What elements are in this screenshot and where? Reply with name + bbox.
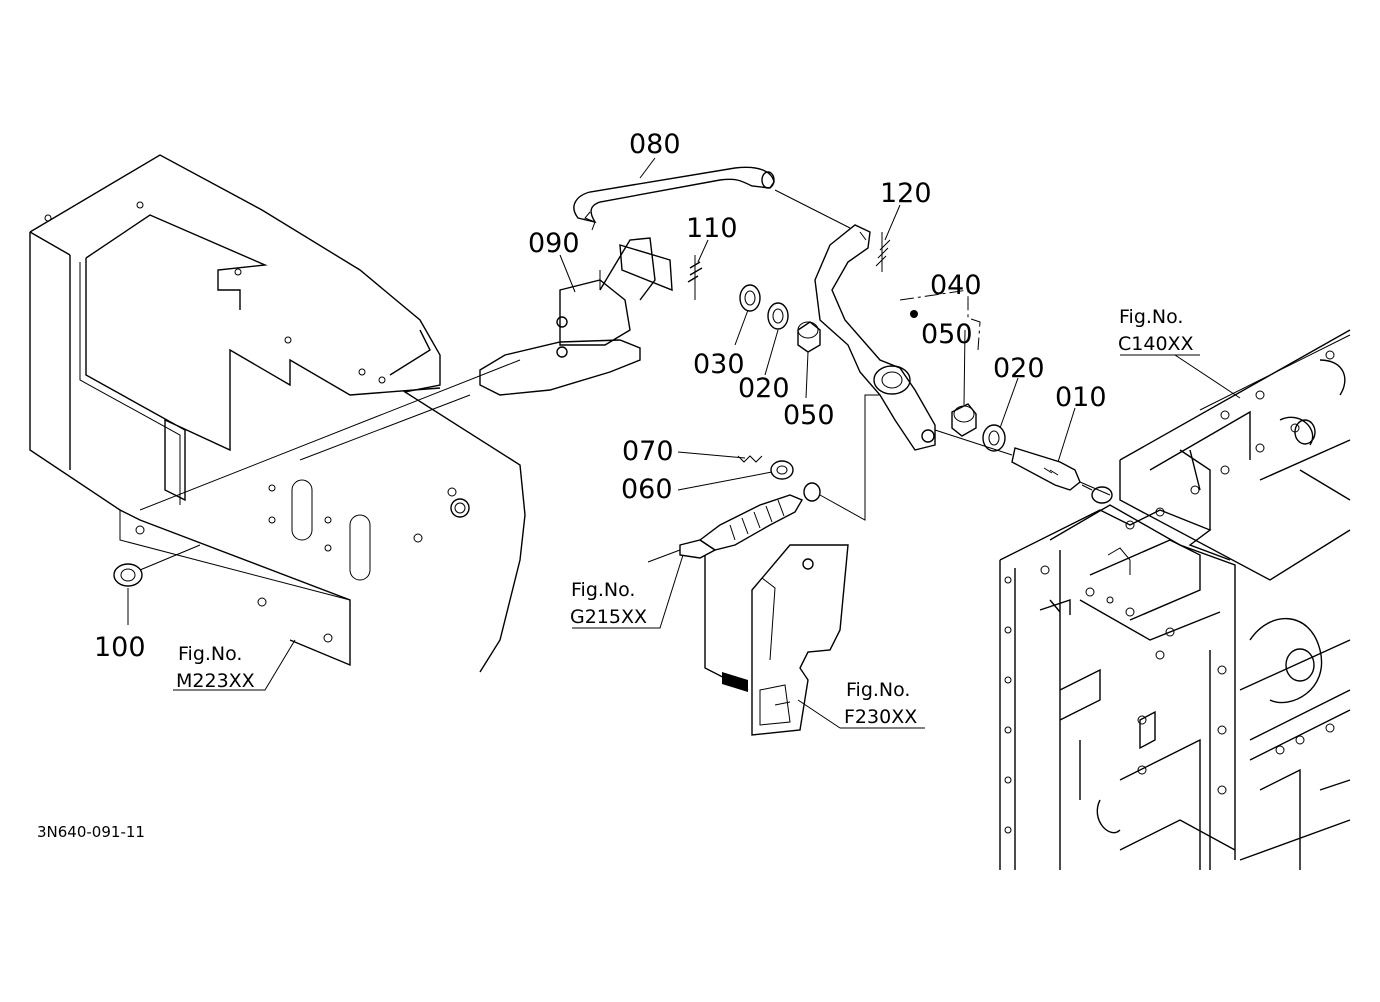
pin-110-shape <box>687 255 703 300</box>
shaft-010-shape <box>934 429 1111 496</box>
part-label-110: 110 <box>686 213 738 244</box>
part-label-020-left: 020 <box>738 373 790 404</box>
bushing-050a-shape <box>797 321 821 353</box>
fig-ref-c140-label: Fig.No. <box>1119 306 1183 328</box>
fig-ref-m223-code: M223XX <box>176 670 255 692</box>
nut-100-shape <box>113 544 201 625</box>
rod-080-shape <box>573 166 851 231</box>
drawing-code: 3N640-091-11 <box>37 823 145 841</box>
part-label-030: 030 <box>693 349 745 380</box>
fig-ref-g215-code: G215XX <box>570 606 647 628</box>
lever-assembly-090 <box>299 237 673 461</box>
figure-refs: Fig.No. C140XX Fig.No. G215XX Fig.No. M2… <box>176 306 1194 728</box>
part-label-120: 120 <box>880 178 932 209</box>
fig-ref-g215-label: Fig.No. <box>571 579 635 601</box>
transmission-case-outline <box>999 329 1351 870</box>
cable-shape <box>647 394 880 692</box>
arm-040-shape <box>814 224 981 451</box>
part-label-060: 060 <box>621 474 673 505</box>
part-label-100: 100 <box>94 632 146 663</box>
part-label-040: 040 <box>930 270 982 301</box>
washer-020a-shape <box>767 302 789 330</box>
part-label-080: 080 <box>629 129 681 160</box>
part-label-050-left: 050 <box>783 400 835 431</box>
fig-ref-f230-code: F230XX <box>844 706 917 728</box>
pin-070-shape <box>737 455 763 463</box>
washer-060-shape <box>770 460 794 480</box>
washer-030-shape <box>739 284 761 312</box>
part-label-050-right: 050 <box>921 319 973 350</box>
part-label-090: 090 <box>528 228 580 259</box>
fig-ref-f230-label: Fig.No. <box>846 679 910 701</box>
fig-ref-m223-label: Fig.No. <box>178 643 242 665</box>
part-label-010: 010 <box>1055 382 1107 413</box>
part-labels: 080 120 110 090 040 030 020 050 050 020 … <box>94 129 1107 663</box>
leader-lines <box>173 157 1241 729</box>
part-label-020-right: 020 <box>993 353 1045 384</box>
fig-ref-c140-code: C140XX <box>1118 333 1194 355</box>
bushing-050b-shape <box>951 403 977 437</box>
part-label-070: 070 <box>622 436 674 467</box>
washer-020b-shape <box>982 424 1006 452</box>
bracket-f230-shape <box>751 544 849 736</box>
left-panel-outline <box>29 154 526 673</box>
